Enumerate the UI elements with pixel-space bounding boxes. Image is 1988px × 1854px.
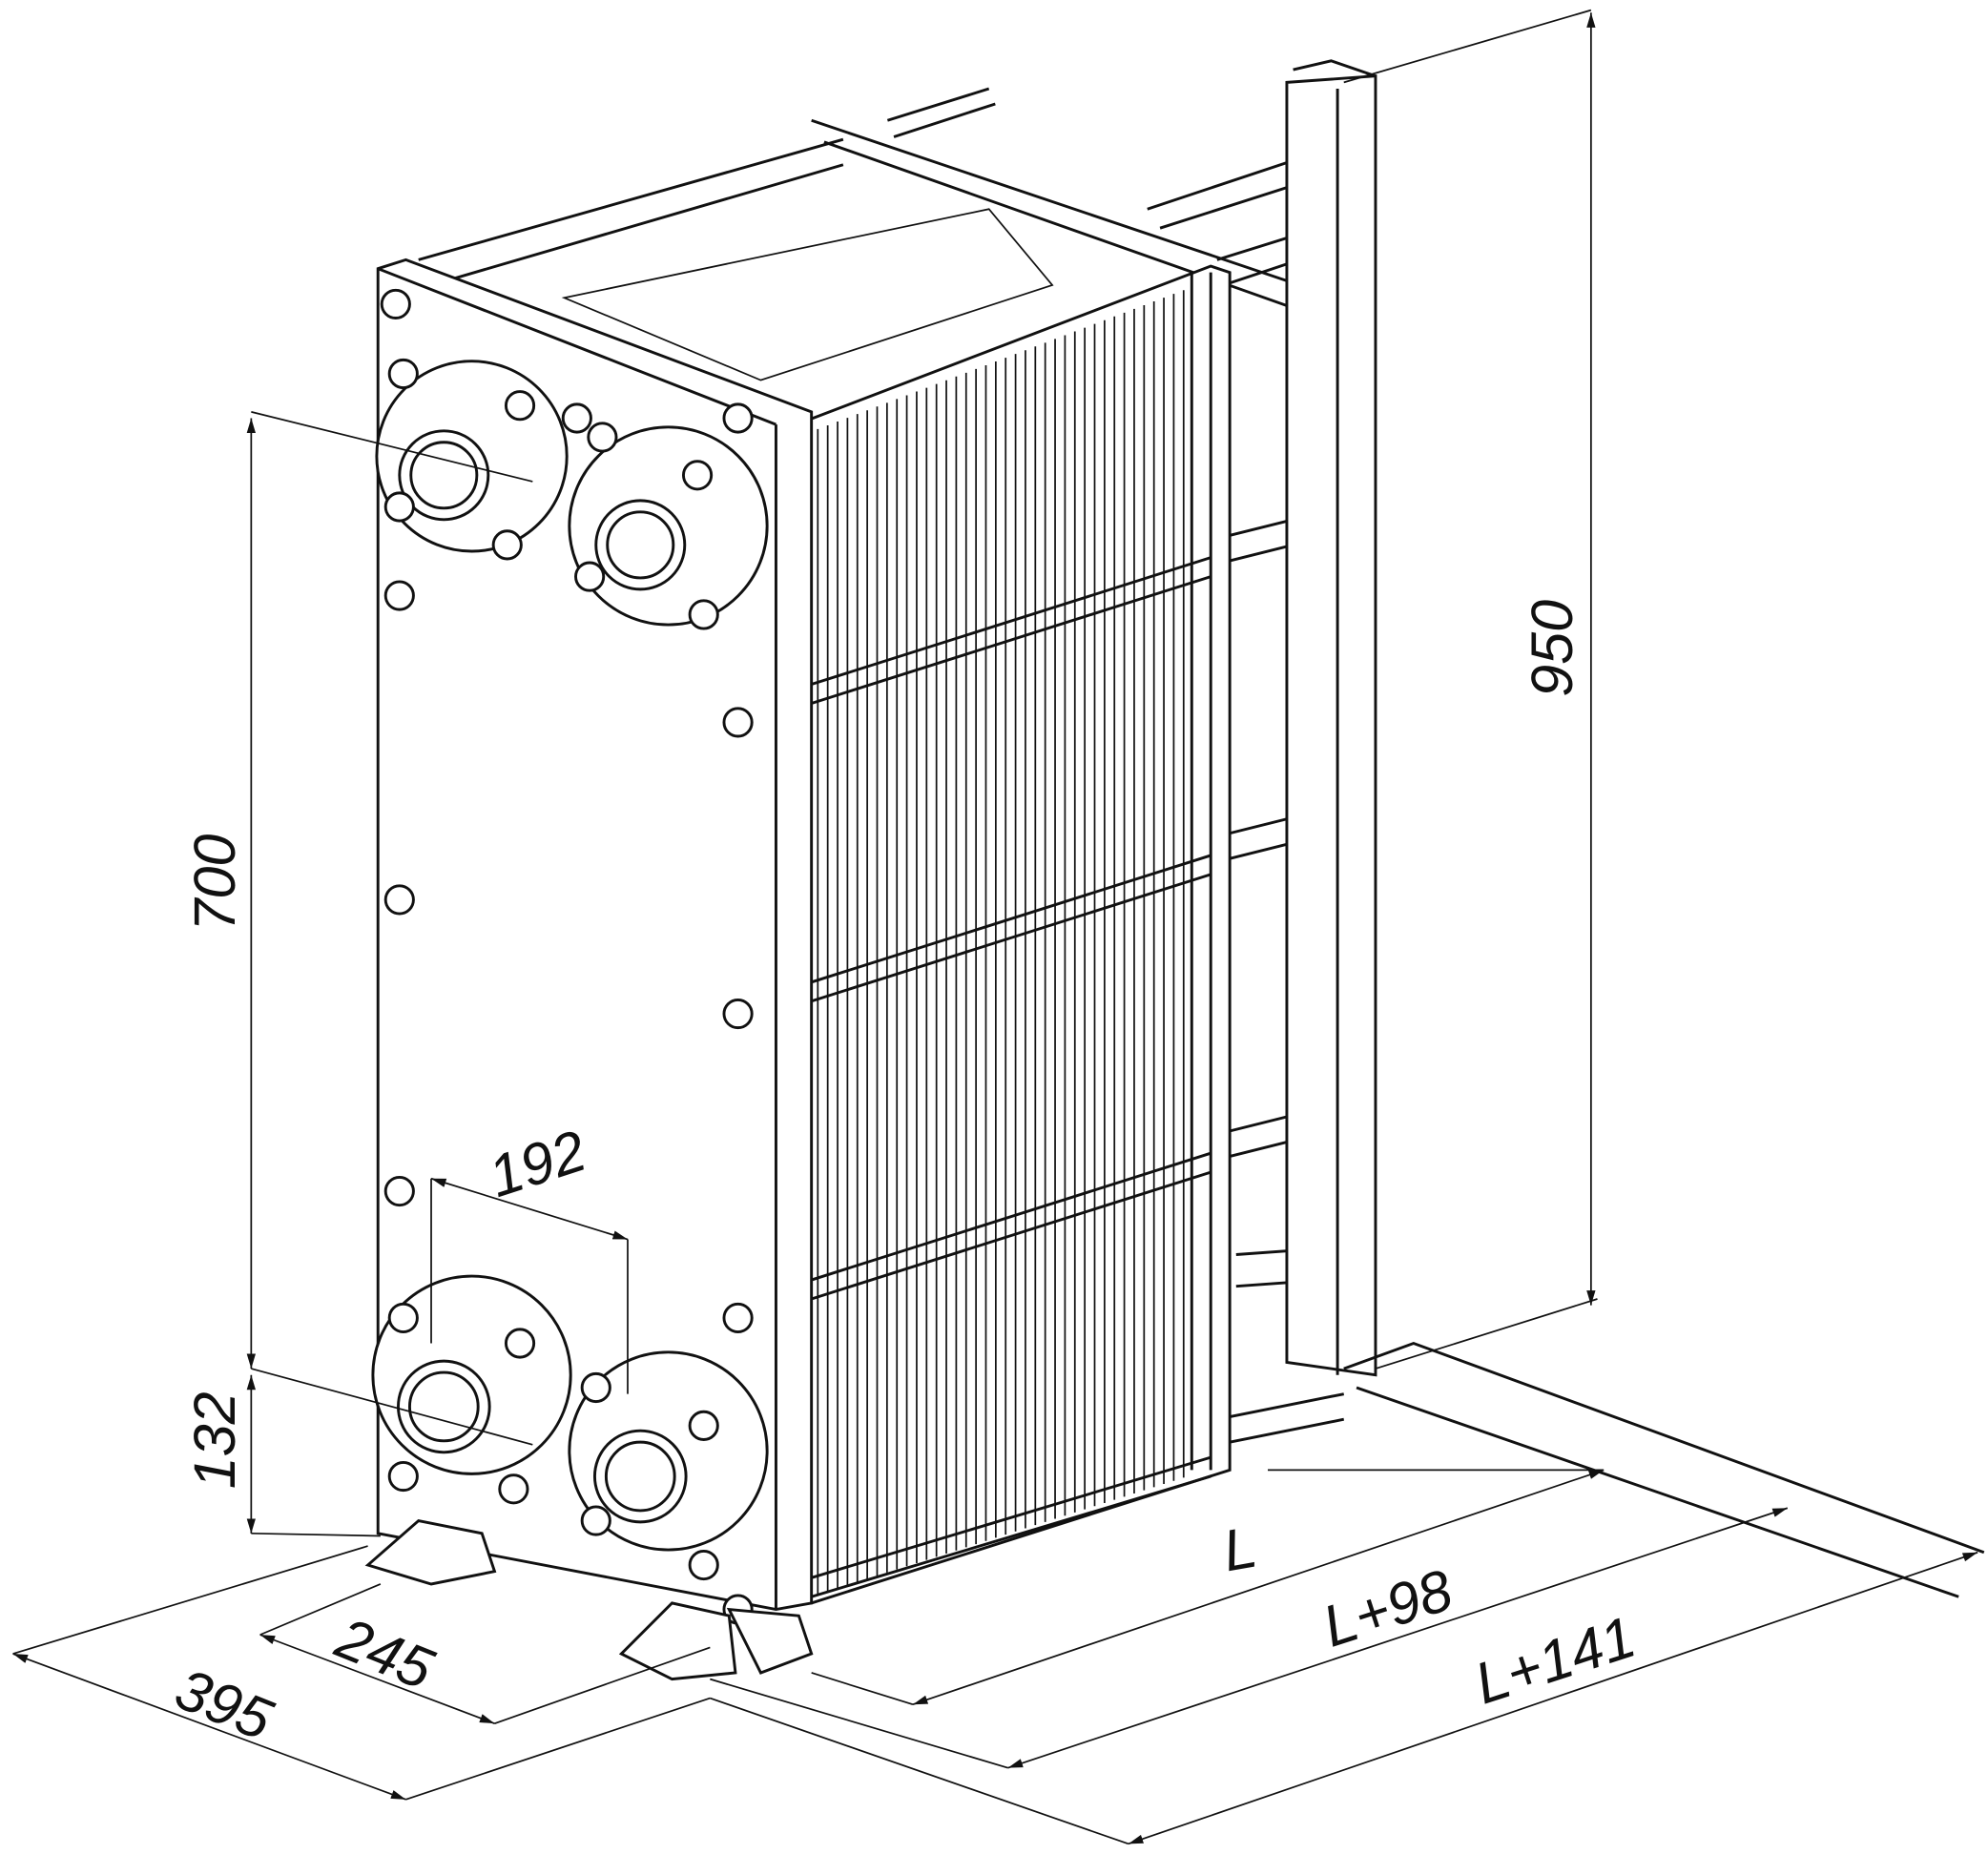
bolt-icon (580, 1371, 611, 1404)
bolt-icon (688, 1410, 719, 1441)
bolt-icon (722, 998, 754, 1030)
bolt-icon (688, 1549, 719, 1581)
bolt-icon (504, 390, 536, 422)
plate-pack-top (561, 208, 1054, 381)
flange-bottom-right (568, 1350, 769, 1552)
bolt-icon (383, 884, 415, 916)
bolt-icon (387, 1460, 419, 1493)
dim-label-700: 700 (182, 834, 247, 932)
plate-pack (777, 264, 1232, 1605)
bolt-icon (387, 1302, 419, 1334)
flange-top-left (375, 360, 569, 553)
dim-label-395: 395 (167, 1656, 282, 1753)
bolt-icon (383, 1175, 415, 1207)
feet (364, 1341, 1985, 1681)
dim-label-L-plus-98: L+98 (1315, 1557, 1460, 1659)
bolt-icon (383, 491, 415, 523)
dim-label-245: 245 (327, 1605, 444, 1702)
dim-label-L-plus-141: L+141 (1467, 1604, 1643, 1717)
dim-label-L: L (1218, 1514, 1261, 1584)
bolt-icon (722, 707, 754, 738)
bolt-icon (491, 529, 523, 561)
bolt-icon (722, 1302, 754, 1334)
bolt-icon (580, 1505, 611, 1536)
bolt-icon (722, 402, 754, 434)
flange-bottom-left (371, 1274, 572, 1475)
bolt-icon (504, 1328, 536, 1359)
dimension-lines (12, 9, 1978, 1845)
flange-top-right (568, 425, 769, 627)
bolt-icon (387, 358, 419, 390)
bolt-icon (681, 460, 714, 491)
bolt-icon (498, 1473, 529, 1505)
dim-label-950: 950 (1520, 600, 1584, 697)
dim-label-132: 132 (182, 1391, 247, 1489)
bolt-icon (688, 599, 719, 630)
bolt-icon (574, 561, 606, 592)
bolt-icon (587, 422, 618, 453)
bolt-icon (380, 288, 411, 319)
bolt-icon (561, 402, 592, 434)
bolts (380, 288, 754, 1625)
bolt-icon (383, 580, 415, 611)
rear-column (1285, 59, 1377, 1377)
